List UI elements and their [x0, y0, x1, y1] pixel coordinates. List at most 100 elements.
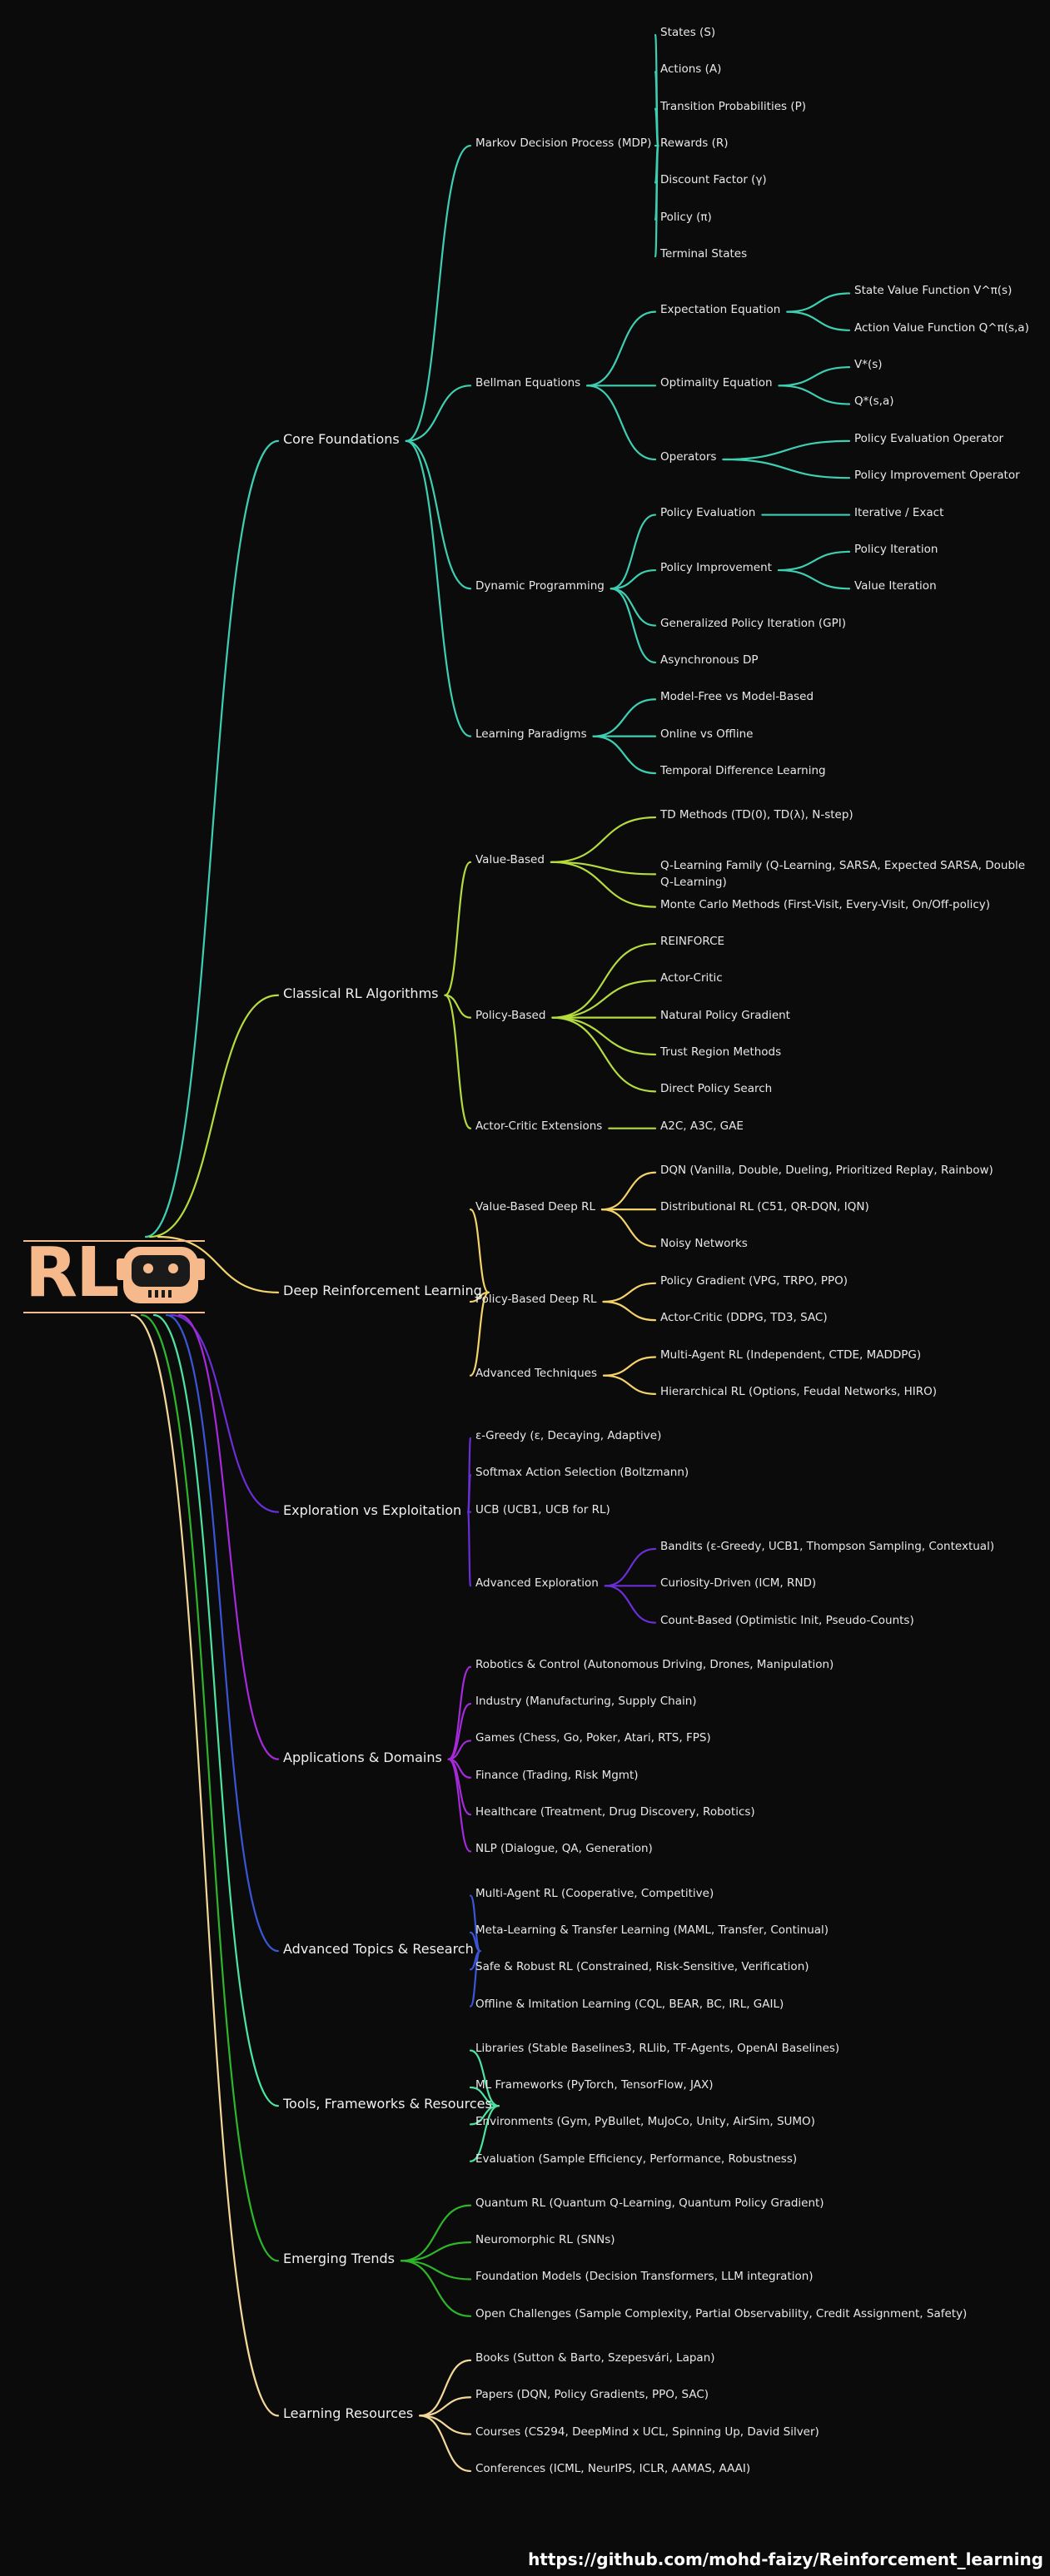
leaf-safe-robust-rl-constrained-risk-sensitive-verifi: Safe & Robust RL (Constrained, Risk-Sens… [475, 1960, 809, 1974]
edge [550, 861, 657, 876]
edge [469, 2105, 500, 2162]
edge [786, 310, 851, 331]
edge [778, 366, 851, 387]
leaf-terminal-states: Terminal States [660, 247, 748, 261]
node-value-based: Value-Based [475, 852, 545, 866]
edge [405, 385, 472, 442]
edge [419, 2415, 472, 2473]
edge [610, 514, 657, 590]
leaf-monte-carlo-methods-first-visit-every-visit-on-o: Monte Carlo Methods (First-Visit, Every-… [660, 897, 991, 911]
leaf-policy-improvement-operator: Policy Improvement Operator [854, 469, 1020, 483]
edge [777, 568, 851, 590]
leaf-softmax-action-selection-boltzmann: Softmax Action Selection (Boltzmann) [475, 1466, 689, 1480]
leaf-policy: Policy (π) [660, 210, 712, 224]
leaf-policy-evaluation-operator: Policy Evaluation Operator [854, 431, 1004, 445]
node-value-based-deep-rl: Value-Based Deep RL [475, 1200, 595, 1214]
leaf-action-value-function-q-s-a: Action Value Function Q^π(s,a) [854, 320, 1029, 335]
leaf-rewards-r: Rewards (R) [660, 136, 729, 151]
edge [778, 385, 851, 405]
edge [654, 144, 659, 258]
leaf-dqn-vanilla-double-dueling-prioritized-replay-ra: DQN (Vanilla, Double, Dueling, Prioritiz… [660, 1163, 993, 1177]
leaf-multi-agent-rl-cooperative-competitive: Multi-Agent RL (Cooperative, Competitive… [475, 1886, 714, 1900]
leaf-noisy-networks: Noisy Networks [660, 1237, 748, 1251]
leaf-books-sutton-barto-szepesv-ri-lapan: Books (Sutton & Barto, Szepesvári, Lapan… [475, 2350, 715, 2365]
leaf-transition-probabilities-p: Transition Probabilities (P) [660, 99, 807, 113]
branch-tools-frameworks-resources: Tools, Frameworks & Resources [283, 2096, 492, 2112]
node-learning-paradigms: Learning Paradigms [475, 727, 587, 741]
leaf-libraries-stable-baselines3-rllib-tf-agents-open: Libraries (Stable Baselines3, RLlib, TF-… [475, 2041, 840, 2055]
edge [586, 310, 657, 387]
edge [444, 994, 472, 1129]
leaf-discount-factor: Discount Factor (γ) [660, 173, 767, 187]
leaf-evaluation-sample-efficiency-performance-robustn: Evaluation (Sample Efficiency, Performan… [475, 2152, 798, 2166]
edge [447, 1758, 472, 1853]
edge [469, 1949, 481, 2008]
leaf-q-learning-family-q-learning-sarsa-expected-sars: Q-Learning Family (Q-Learning, SARSA, Ex… [660, 859, 1026, 890]
leaf-online-vs-offline: Online vs Offline [660, 727, 754, 741]
leaf-multi-agent-rl-independent-ctde-maddpg: Multi-Agent RL (Independent, CTDE, MADDP… [660, 1348, 922, 1362]
leaf-environments-gym-pybullet-mujoco-unity-airsim-su: Environments (Gym, PyBullet, MuJoCo, Uni… [475, 2115, 815, 2129]
leaf-papers-dqn-policy-gradients-ppo-sac: Papers (DQN, Policy Gradients, PPO, SAC) [475, 2388, 709, 2402]
edge [604, 1547, 657, 1587]
edge [467, 1474, 472, 1513]
edge [602, 1374, 657, 1395]
leaf-actor-critic: Actor-Critic [660, 971, 723, 985]
edge [469, 1209, 490, 1293]
edge [419, 2359, 472, 2417]
edge [551, 1016, 657, 1093]
branch-advanced-topics-research: Advanced Topics & Research [283, 1941, 474, 1958]
edge [586, 385, 657, 461]
edge [144, 439, 280, 1238]
leaf-ml-frameworks-pytorch-tensorflow-jax: ML Frameworks (PyTorch, TensorFlow, JAX) [475, 2078, 714, 2092]
leaf-ucb-ucb1-ucb-for-rl: UCB (UCB1, UCB for RL) [475, 1502, 610, 1516]
edge [157, 1235, 280, 1293]
leaf-foundation-models-decision-transformers-llm-inte: Foundation Models (Decision Transformers… [475, 2270, 814, 2284]
leaf-generalized-policy-iteration-gpi: Generalized Policy Iteration (GPI) [660, 616, 847, 630]
edge [600, 1209, 657, 1248]
leaf-industry-manufacturing-supply-chain: Industry (Manufacturing, Supply Chain) [475, 1695, 697, 1709]
node-advanced-techniques: Advanced Techniques [475, 1366, 597, 1380]
edge [602, 1282, 657, 1303]
leaf-direct-policy-search: Direct Policy Search [660, 1082, 773, 1096]
leaf-finance-trading-risk-mgmt: Finance (Trading, Risk Mgmt) [475, 1768, 639, 1782]
edge [177, 1313, 280, 1760]
edge [722, 439, 851, 461]
edge [469, 2049, 500, 2107]
node-operators: Operators [660, 450, 717, 464]
edge [130, 1313, 280, 2417]
leaf-bandits-greedy-ucb1-thompson-sampling-contextual: Bandits (ε-Greedy, UCB1, Thompson Sampli… [660, 1539, 995, 1553]
branch-classical-rl-algorithms: Classical RL Algorithms [283, 985, 439, 1001]
node-optimality-equation: Optimality Equation [660, 376, 773, 390]
branch-emerging-trends: Emerging Trends [283, 2251, 395, 2267]
edge [550, 861, 657, 908]
leaf-states-s: States (S) [660, 26, 716, 39]
edge [722, 458, 851, 479]
branch-core-foundations: Core Foundations [283, 430, 400, 447]
edge [551, 980, 657, 1019]
edge [602, 1300, 657, 1322]
node-expectation-equation: Expectation Equation [660, 302, 781, 316]
leaf-a2c-a3c-gae: A2C, A3C, GAE [660, 1119, 744, 1133]
edge [551, 942, 657, 1019]
edge [777, 550, 851, 572]
leaf-policy-iteration: Policy Iteration [854, 542, 938, 556]
leaf-meta-learning-transfer-learning-maml-transfer-co: Meta-Learning & Transfer Learning (MAML,… [475, 1923, 829, 1937]
node-policy-evaluation: Policy Evaluation [660, 505, 756, 519]
leaf-curiosity-driven-icm-rnd: Curiosity-Driven (ICM, RND) [660, 1576, 817, 1591]
leaf-hierarchical-rl-options-feudal-networks-hiro: Hierarchical RL (Options, Feudal Network… [660, 1384, 938, 1398]
node-policy-based-deep-rl: Policy-Based Deep RL [475, 1292, 597, 1306]
leaf-trust-region-methods: Trust Region Methods [660, 1045, 782, 1059]
robot-icon [23, 1240, 205, 1313]
leaf-nlp-dialogue-qa-generation: NLP (Dialogue, QA, Generation) [475, 1842, 653, 1856]
leaf-conferences-icml-neurips-iclr-aamas-aaai: Conferences (ICML, NeurIPS, ICLR, AAMAS,… [475, 2461, 751, 2475]
edge [602, 1356, 657, 1377]
leaf-actor-critic-ddpg-td3-sac: Actor-Critic (DDPG, TD3, SAC) [660, 1311, 828, 1325]
leaf-v-s: V*(s) [854, 358, 883, 372]
edge [610, 588, 657, 627]
edge [405, 439, 472, 590]
edge [551, 1016, 657, 1056]
leaf-temporal-difference-learning: Temporal Difference Learning [660, 763, 826, 777]
repository-url[interactable]: https://github.com/mohd-faizy/Reinforcem… [528, 2549, 1043, 2569]
edge [419, 2415, 472, 2435]
